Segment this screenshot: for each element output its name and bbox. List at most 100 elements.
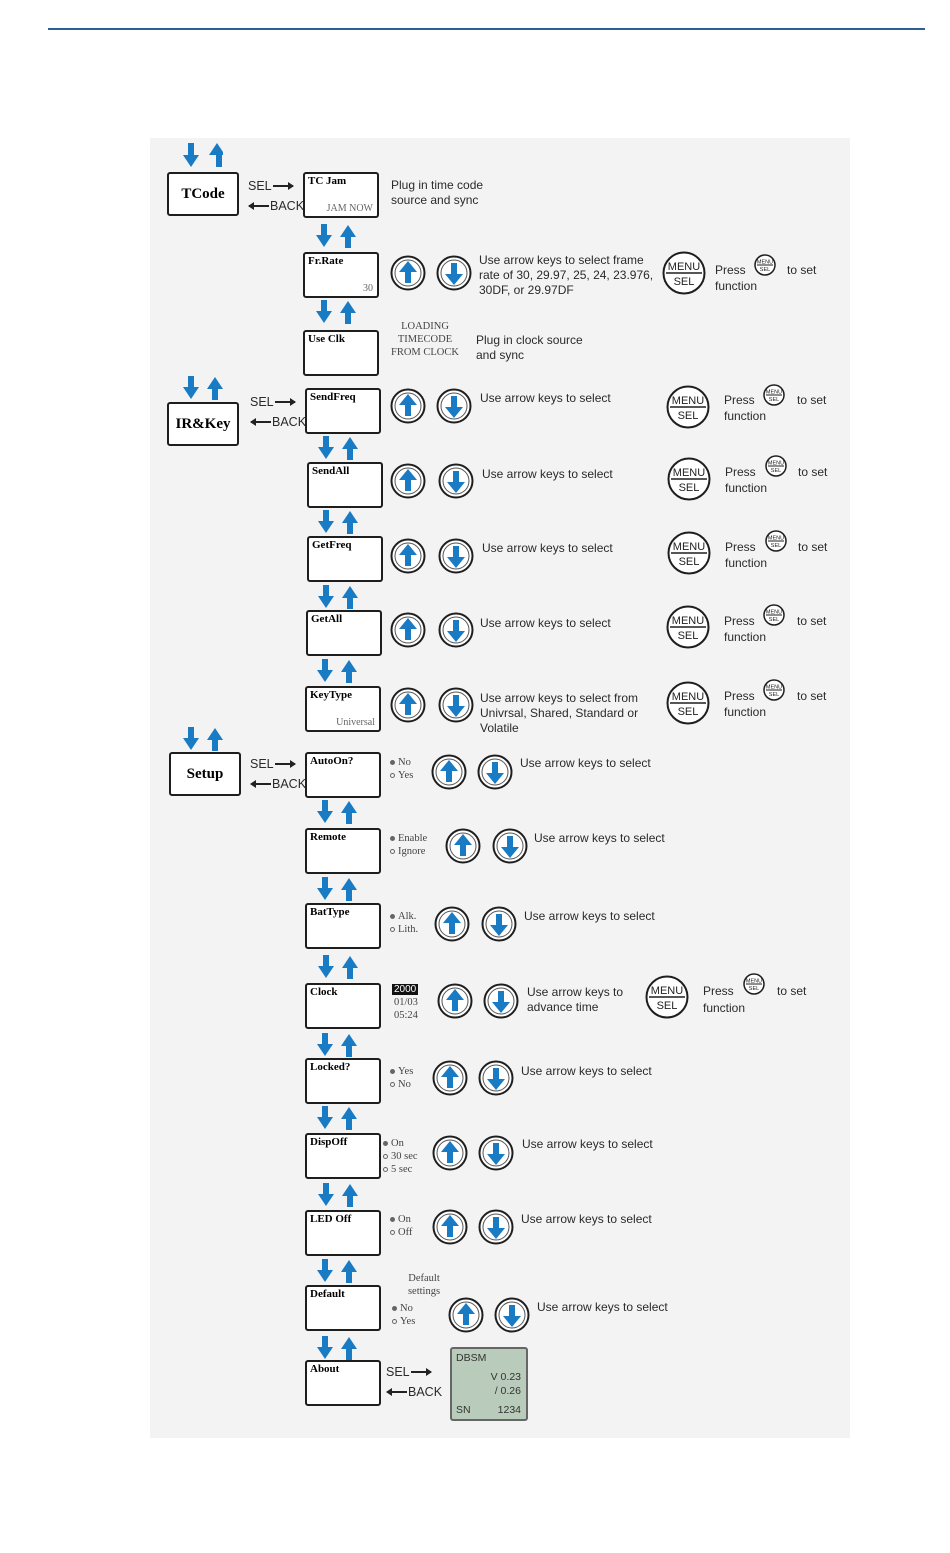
- nav-arrows: [318, 510, 358, 534]
- desc-battype: Use arrow keys to select: [524, 909, 655, 923]
- lcd-clock[interactable]: Clock: [305, 983, 381, 1029]
- up-circle-icon[interactable]: [390, 388, 426, 424]
- up-circle-icon[interactable]: [390, 687, 426, 723]
- press-label: Press: [725, 465, 756, 479]
- down-circle-icon[interactable]: [438, 538, 474, 574]
- down-circle-icon[interactable]: [438, 687, 474, 723]
- svg-text:SEL: SEL: [749, 986, 759, 992]
- nav-arrows: [318, 1183, 358, 1207]
- svg-text:MENU: MENU: [668, 261, 700, 273]
- desc-frrate: Use arrow keys to select frame rate of 3…: [479, 253, 654, 297]
- down-circle-icon[interactable]: [477, 754, 513, 790]
- up-circle-icon[interactable]: [445, 828, 481, 864]
- lcd-sendall[interactable]: SendAll: [307, 462, 383, 508]
- desc-sendfreq: Use arrow keys to select: [480, 391, 611, 405]
- svg-text:MENU: MENU: [673, 467, 705, 479]
- up-circle-icon[interactable]: [432, 1060, 468, 1096]
- to-set-label: to set: [787, 263, 817, 277]
- down-circle-icon[interactable]: [492, 828, 528, 864]
- lcd-dispoff[interactable]: DispOff: [305, 1133, 381, 1179]
- to-set-label: to set: [797, 614, 827, 628]
- desc-locked: Use arrow keys to select: [521, 1064, 652, 1078]
- about-device-name: DBSM: [456, 1352, 487, 1364]
- press-label: Press: [703, 984, 734, 998]
- sel-back-about: SEL BACK: [386, 1365, 443, 1399]
- press-label: Press: [724, 393, 755, 407]
- up-circle-icon[interactable]: [432, 1209, 468, 1245]
- svg-text:MENU: MENU: [766, 390, 782, 396]
- down-circle-icon[interactable]: [478, 1209, 514, 1245]
- down-circle-icon[interactable]: [436, 255, 472, 291]
- up-circle-icon[interactable]: [434, 906, 470, 942]
- up-circle-icon[interactable]: [390, 463, 426, 499]
- lcd-ledoff[interactable]: LED Off: [305, 1210, 381, 1256]
- svg-text:MENU: MENU: [672, 691, 704, 703]
- svg-text:SEL: SEL: [771, 468, 781, 474]
- up-circle-icon[interactable]: [390, 255, 426, 291]
- lcd-getall[interactable]: GetAll: [306, 610, 382, 656]
- menu-irkey[interactable]: IR&Key: [167, 402, 239, 446]
- to-set-label: to set: [797, 689, 827, 703]
- svg-text:SEL: SEL: [760, 267, 770, 273]
- up-circle-icon[interactable]: [448, 1297, 484, 1333]
- down-circle-icon[interactable]: [478, 1060, 514, 1096]
- up-circle-icon[interactable]: [431, 754, 467, 790]
- up-circle-icon[interactable]: [437, 983, 473, 1019]
- svg-text:SEL: SEL: [769, 692, 779, 698]
- svg-text:MENU: MENU: [766, 610, 782, 616]
- down-circle-icon[interactable]: [483, 983, 519, 1019]
- lcd-useclk[interactable]: Use Clk: [303, 330, 379, 376]
- about-sn-label: SN: [456, 1404, 471, 1416]
- lcd-remote[interactable]: Remote: [305, 828, 381, 874]
- menu-tcode[interactable]: TCode: [167, 172, 239, 216]
- lcd-locked[interactable]: Locked?: [305, 1058, 381, 1104]
- svg-text:MENU: MENU: [746, 979, 762, 985]
- nav-arrows: [317, 1259, 357, 1283]
- up-circle-icon[interactable]: [390, 612, 426, 648]
- down-circle-icon[interactable]: [478, 1135, 514, 1171]
- status-useclk: LOADING TIMECODE FROM CLOCK: [391, 321, 459, 358]
- lcd-about[interactable]: About: [305, 1360, 381, 1406]
- press-label: Press: [725, 540, 756, 554]
- down-circle-icon[interactable]: [494, 1297, 530, 1333]
- lcd-getfreq[interactable]: GetFreq: [307, 536, 383, 582]
- desc-getfreq: Use arrow keys to select: [482, 541, 613, 555]
- svg-text:SEL: SEL: [678, 630, 699, 642]
- down-circle-icon[interactable]: [481, 906, 517, 942]
- lcd-autoon[interactable]: AutoOn?: [305, 752, 381, 798]
- up-circle-icon[interactable]: [432, 1135, 468, 1171]
- desc-useclk: Plug in clock source and sync: [476, 333, 583, 362]
- down-circle-icon[interactable]: [438, 612, 474, 648]
- sel-back-tcode: SEL BACK: [248, 179, 305, 213]
- lcd-sendfreq[interactable]: SendFreq: [305, 388, 381, 434]
- menu-setup[interactable]: Setup: [169, 752, 241, 796]
- about-version-1: V 0.23: [490, 1371, 521, 1383]
- lcd-battype[interactable]: BatType: [305, 903, 381, 949]
- nav-arrows: [316, 300, 356, 324]
- down-circle-icon[interactable]: [436, 388, 472, 424]
- lcd-default[interactable]: Default: [305, 1285, 381, 1331]
- up-circle-icon[interactable]: [390, 538, 426, 574]
- down-circle-icon[interactable]: [438, 463, 474, 499]
- nav-arrows: [318, 436, 358, 460]
- radio-battype[interactable]: Alk.Lith.: [390, 910, 418, 936]
